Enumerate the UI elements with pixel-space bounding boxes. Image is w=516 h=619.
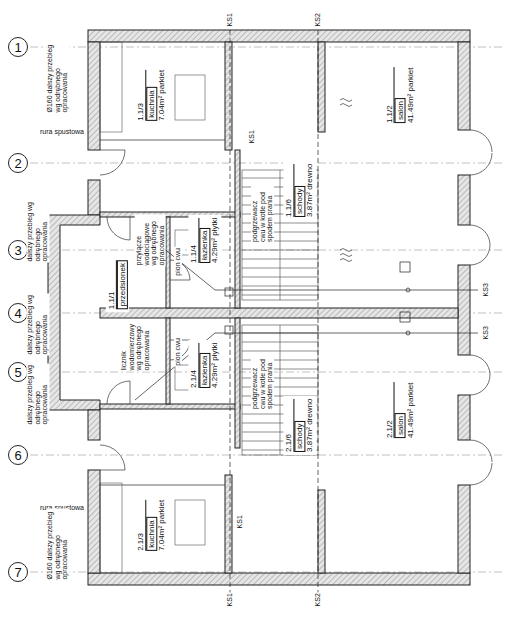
room-number: 2.1/4	[190, 342, 200, 387]
room-number: 1.1/6	[285, 163, 295, 216]
room-number: 2.1/6	[285, 398, 295, 451]
room-name: 3.87m² drewno	[306, 398, 315, 451]
annotation: rura spustowa	[39, 128, 85, 136]
annotation: pion cwu	[174, 247, 182, 277]
doors	[100, 130, 492, 485]
room-name: salon	[395, 413, 406, 438]
room-label: 1.1/3kuchnia7.04m² parkiet	[136, 66, 169, 123]
room-number: 1.1/4	[190, 217, 200, 262]
annotation: Ø160 dalszy przebieg wg odrębnego opraco…	[46, 509, 69, 581]
axis-circle: 7	[8, 562, 28, 582]
room-name: łazienka	[200, 227, 211, 262]
axis-number: 6	[14, 448, 21, 463]
room-number: 1.1/1	[107, 260, 117, 309]
room-number: 1.1/3	[137, 69, 147, 120]
room-name: 41.49m² parkiet	[406, 382, 415, 438]
room-name: kuchnia	[147, 87, 158, 121]
annotation: KS2	[314, 12, 322, 27]
room-number: 1.1/2	[385, 67, 395, 123]
room-name: łazienka	[200, 352, 211, 387]
annotation: KS3	[482, 325, 490, 340]
axis-circle: 3	[8, 240, 28, 260]
walls	[48, 30, 470, 585]
room-label: 2.1/6schody3.87m² drewno	[284, 395, 317, 454]
annotation: KS1	[226, 592, 234, 607]
annotation: KS1	[248, 129, 256, 144]
axis-circle: 4	[8, 303, 28, 323]
axis-circle: 1	[8, 37, 28, 57]
annotation: KS1	[236, 514, 244, 529]
annotation: przyłącze wodociągowe wg odrębnego oprac…	[135, 214, 166, 266]
room-label: 2.1/2salon41.49m² parkiet	[384, 379, 417, 441]
room-number: 2.1/2	[385, 382, 395, 438]
axis-number: 2	[14, 156, 21, 171]
room-name: 7.04m² parkiet	[158, 69, 167, 120]
room-label: 2.1/4łazienka4.29m² płytki	[189, 339, 222, 390]
radiator-symbol	[340, 99, 352, 262]
room-label: 1.1/4łazienka4.29m² płytki	[189, 214, 222, 265]
kitchen-fittings	[100, 42, 220, 573]
annotation: dalszy przebieg wg odrębnego opracowania	[26, 201, 49, 263]
axis-number: 7	[14, 565, 21, 580]
annotation: podgrzewacz cwu w kotle pod spodem prani…	[250, 354, 273, 411]
annotation: KS2	[314, 592, 322, 607]
room-label: 2.1/3kuchnia7.04m² parkiet	[136, 496, 169, 553]
room-name: 4.29m² płytki	[211, 342, 220, 387]
axis-circle: 5	[8, 362, 28, 382]
room-label: 1.1/2salon41.49m² parkiet	[384, 64, 417, 126]
room-label: 1.1/1przedsionek	[106, 257, 129, 312]
axis-number: 3	[14, 243, 21, 258]
annotation: licznik wodomierzowy wg odrębnego opraco…	[120, 319, 151, 371]
grid-lines	[30, 47, 505, 572]
annotation: KS1	[226, 12, 234, 27]
axis-number: 1	[14, 40, 21, 55]
axis-number: 5	[14, 365, 21, 380]
axis-circle: 6	[8, 445, 28, 465]
annotation: KS3	[482, 282, 490, 297]
room-name: 4.29m² płytki	[211, 217, 220, 262]
annotation: dalszy przebieg wg odrębnego opracowania	[26, 294, 49, 356]
room-number: 2.1/3	[137, 499, 147, 550]
axis-circle: 2	[8, 153, 28, 173]
room-name: salon	[395, 98, 406, 123]
axis-number: 4	[14, 306, 21, 321]
room-name: przedsionek	[117, 260, 128, 309]
room-name: 7.04m² parkiet	[158, 499, 167, 550]
pipes	[100, 30, 478, 595]
room-name: schody	[295, 420, 306, 451]
annotation: Ø160 dalszy przebieg wg odrębnego opraco…	[46, 42, 69, 114]
room-name: kuchnia	[147, 517, 158, 551]
annotation: dalszy przebieg wg odrębnego opracowania	[26, 364, 49, 426]
room-name: 3.87m² drewno	[306, 163, 315, 216]
room-label: 1.1/6schody3.87m² drewno	[284, 160, 317, 219]
room-name: 41.49m² parkiet	[406, 67, 415, 123]
annotation: pion cwu	[174, 337, 182, 367]
room-name: schody	[295, 185, 306, 216]
annotation: podgrzewacz cwu w kotle pod spodem prani…	[250, 187, 273, 244]
